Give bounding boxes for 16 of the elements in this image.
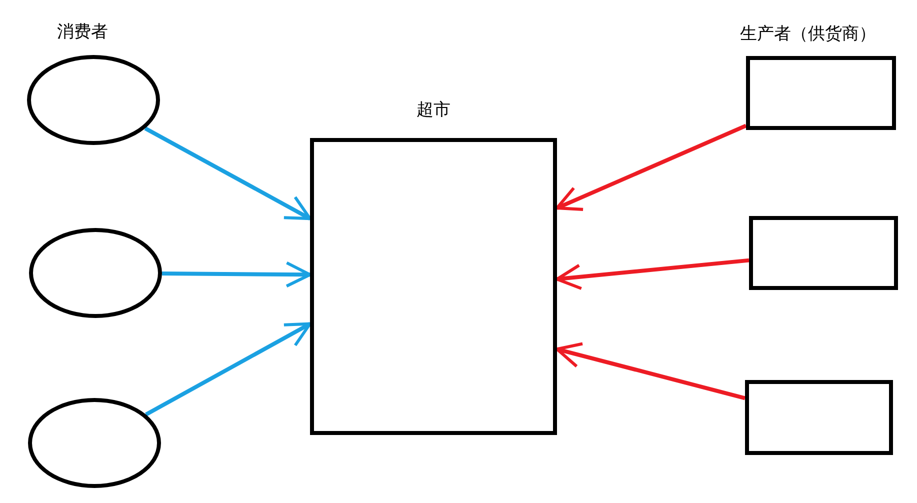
arrow	[555, 342, 746, 400]
ellipse	[27, 55, 160, 145]
arrow	[144, 126, 312, 220]
supermarket-box	[310, 138, 557, 435]
arrow	[555, 258, 750, 290]
producer-box	[745, 380, 893, 455]
arrow	[162, 261, 312, 288]
box-heading: 超市	[416, 99, 452, 121]
group-label: 消费者	[57, 21, 108, 43]
ellipse	[28, 398, 161, 488]
arrow	[145, 322, 312, 416]
arrow	[555, 124, 747, 211]
producer-box	[746, 56, 896, 130]
ellipse	[29, 228, 162, 318]
producer-box	[749, 216, 898, 290]
group-label: 生产者（供货商）	[740, 23, 876, 45]
